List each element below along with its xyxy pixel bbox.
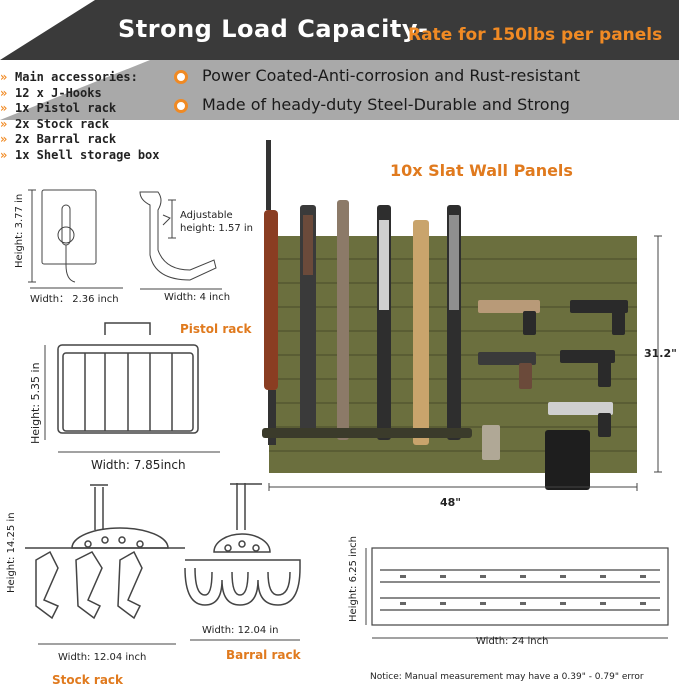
list-item: »12 x J-Hooks [0, 85, 102, 100]
jhook-width-label: Width： 2.36 inch [30, 294, 119, 305]
pistol-rack-width-label: Width: 7.85inch [91, 458, 186, 472]
pistol-rack-drawing [44, 322, 220, 453]
list-item: »2x Barral rack [0, 132, 117, 146]
list-item: »2x Stock rack [0, 116, 109, 131]
shell-box-height-label: Height: 6.25 inch [348, 535, 359, 622]
pistol-rack-label: Pistol rack [180, 322, 252, 336]
chevron-right-icon: » [0, 101, 8, 115]
header-diagonal-cut-lower [0, 60, 150, 120]
shell-box-drawing [365, 547, 669, 639]
barral-rack-drawing [184, 483, 301, 641]
rifle-silhouettes [262, 140, 472, 445]
header-banner-dark [0, 0, 679, 60]
stock-rack-width-label: Width: 12.04 inch [58, 652, 147, 663]
accessory-list: »Main accessories: »12 x J-Hooks »1x Pis… [0, 70, 160, 163]
jhook-height-label: Height: 3.77 in [14, 193, 25, 268]
panel-title: 10x Slat Wall Panels [390, 161, 573, 180]
stock-rack-drawing [25, 484, 185, 645]
jhook-side-width-label: Width: 4 inch [164, 292, 231, 303]
pistol-silhouettes [478, 300, 628, 490]
list-item: »Main accessories: [0, 70, 138, 84]
chevron-right-icon: » [0, 132, 8, 146]
jhook-adjustable-label: Adjustable [180, 210, 233, 221]
bullet-ring-icon [174, 69, 188, 84]
chevron-right-icon: » [0, 70, 8, 84]
jhook-front-drawing [28, 189, 123, 289]
stock-rack-label: Stock rack [52, 673, 124, 687]
panel-width-label: 48" [440, 496, 462, 509]
panel-dimension-lines [268, 235, 662, 491]
pistol-rack-height-label: Height: 5.35 in [29, 362, 42, 444]
chevron-right-icon: » [0, 116, 8, 131]
shell-box-width-label: Width: 24 inch [476, 636, 549, 647]
jhook-side-drawing [139, 191, 222, 290]
panel-height-label: 31.2" [644, 347, 677, 360]
header-diagonal-cut [0, 0, 95, 60]
feature-item: Made of heady-duty Steel-Durable and Str… [174, 95, 570, 114]
barral-rack-label: Barral rack [226, 648, 301, 662]
list-item: »1x Pistol rack [0, 101, 117, 115]
page-title: Strong Load Capacity- [118, 15, 429, 43]
measurement-notice: Notice: Manual measurement may have a 0.… [370, 672, 644, 682]
jhook-adjustable-height-label: height: 1.57 in [180, 223, 253, 234]
barral-rack-width-label: Width: 12.04 in [202, 625, 279, 636]
page-subtitle: Rate for 150lbs per panels [408, 25, 663, 45]
list-item: »1x Shell storage box [0, 147, 160, 162]
bullet-ring-icon [174, 98, 188, 113]
chevron-right-icon: » [0, 85, 8, 100]
chevron-right-icon: » [0, 147, 8, 162]
feature-item: Power Coated-Anti-corrosion and Rust-res… [174, 66, 580, 85]
stock-rack-height-label: Height: 14.25 in [6, 512, 17, 593]
